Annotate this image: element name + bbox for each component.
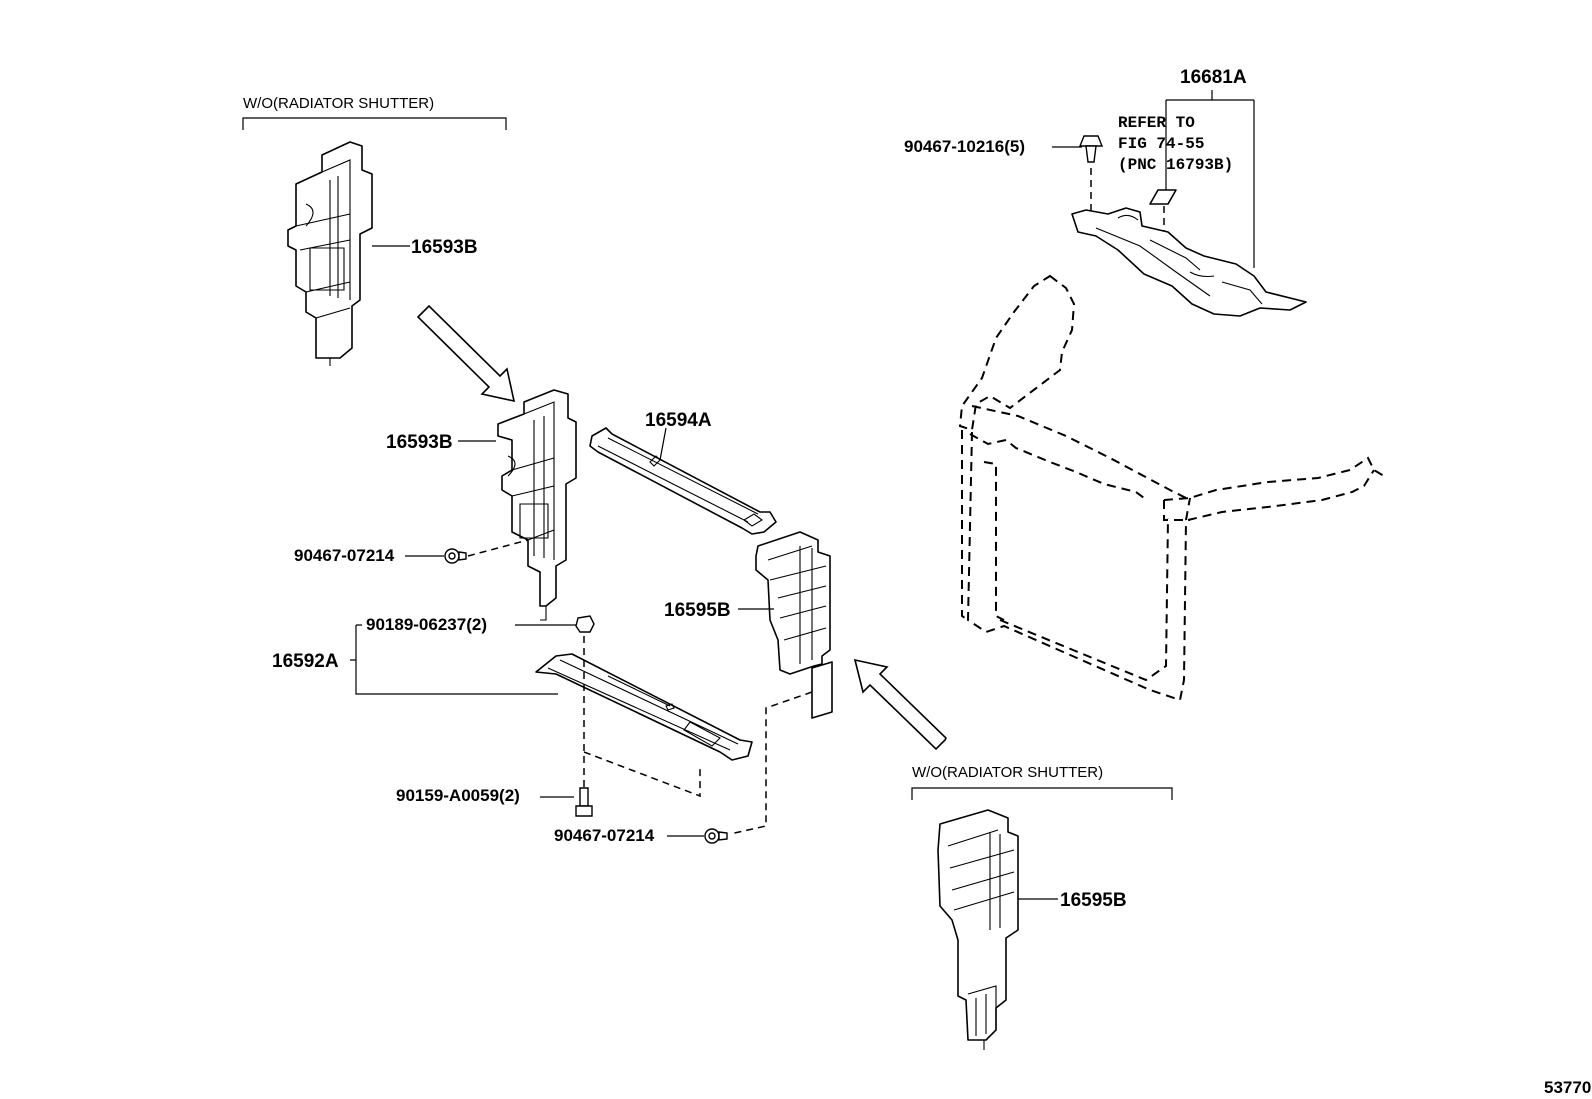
caption-bracket-bottom-right: [911, 787, 1173, 800]
radiator-support-ghost: [958, 274, 1385, 702]
reference-line-3: (PNC 16793B): [1118, 156, 1233, 174]
screw-90159-a0059: [575, 787, 593, 817]
seal-16592a-drawing: [535, 653, 753, 761]
label-16681a: 16681A: [1180, 67, 1247, 88]
clip-90467-10216: [1078, 135, 1104, 163]
seal-16593b-drawing: [497, 389, 577, 621]
label-16595b-alt: 16595B: [1060, 890, 1127, 911]
seal-16593b-alt-drawing: [287, 141, 373, 366]
label-90159-a0059: 90159-A0059(2): [396, 786, 520, 805]
arrow-down-right-icon: [416, 304, 516, 403]
caption-bottom-right: W/O(RADIATOR SHUTTER): [912, 764, 1103, 781]
label-16595b: 16595B: [664, 600, 731, 621]
reference-line-2: FIG 74-55: [1118, 135, 1204, 153]
label-16593b-alt: 16593B: [411, 237, 478, 258]
install-line-16592a: [583, 751, 701, 798]
label-16594a: 16594A: [645, 410, 712, 431]
install-line-90467-07214-upper: [467, 539, 529, 557]
install-line-16595b: [729, 691, 813, 835]
label-16593b: 16593B: [386, 432, 453, 453]
label-90467-10216: 90467-10216(5): [904, 137, 1025, 156]
caption-top-left: W/O(RADIATOR SHUTTER): [243, 95, 434, 112]
label-16592a: 16592A: [272, 651, 339, 672]
caption-group-top-left: W/O(RADIATOR SHUTTER): [242, 95, 507, 130]
label-90467-07214-upper: 90467-07214: [294, 546, 395, 565]
label-90467-07214-lower: 90467-07214: [554, 826, 655, 845]
reference-line-1: REFER TO: [1118, 114, 1195, 132]
seal-16595b-drawing: [755, 531, 833, 719]
seal-16681a-drawing: [1071, 207, 1307, 317]
figure-number: 537705: [1544, 1078, 1592, 1097]
clip-90467-07214-upper: [444, 548, 467, 564]
bracket-16592a: [350, 624, 558, 695]
clip-90467-07214-lower: [704, 828, 728, 844]
caption-group-bottom-right: W/O(RADIATOR SHUTTER): [911, 764, 1173, 800]
caption-bracket-top-left: [242, 117, 507, 130]
arrow-up-left-icon: [853, 658, 947, 751]
seal-16594a-drawing: [589, 427, 777, 535]
seal-16595b-alt-drawing: [937, 809, 1019, 1050]
reference-tag-icon: [1149, 189, 1177, 205]
label-90189-06237: 90189-06237(2): [366, 615, 487, 634]
leader-16594a: [659, 427, 667, 461]
clip-90189-06237: [575, 615, 595, 633]
bracket-16681a: [1165, 90, 1255, 268]
